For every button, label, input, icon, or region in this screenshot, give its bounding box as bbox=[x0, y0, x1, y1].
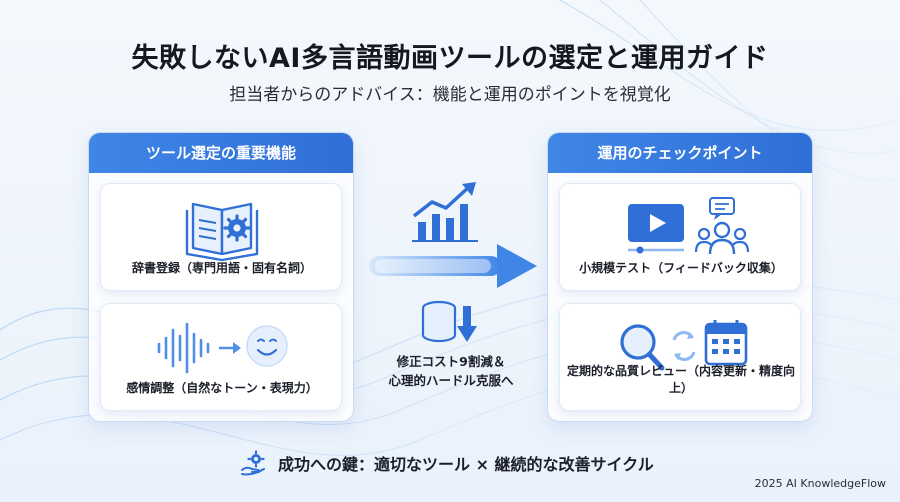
emotion-label: 感情調整（自然なトーン・表現力） bbox=[126, 381, 318, 395]
benefit-line-1: 修正コスト9割減＆ bbox=[396, 354, 506, 369]
growth-chart-icon bbox=[412, 182, 478, 242]
hand-gear-icon bbox=[241, 450, 265, 476]
key-message-text: 成功への鍵：適切なツール × 継続的な改善サイクル bbox=[278, 455, 654, 474]
emotion-card: 感情調整（自然なトーン・表現力） bbox=[100, 303, 342, 411]
benefit-line-2: 心理的ハードル克服へ bbox=[388, 373, 514, 388]
video-feedback-icon bbox=[628, 197, 750, 255]
key-message: 成功への鍵：適切なツール × 継続的な改善サイクル bbox=[240, 450, 654, 476]
benefit-text: 修正コスト9割減＆ 心理的ハードル克服へ bbox=[368, 352, 534, 390]
page-title: 失敗しないAI多言語動画ツールの選定と運用ガイド bbox=[131, 43, 769, 74]
book-gear-icon bbox=[185, 202, 259, 262]
quality-review-card: 定期的な品質レビュー（内容更新・精度向上） bbox=[559, 303, 801, 411]
tool-selection-heading: ツール選定の重要機能 bbox=[89, 133, 353, 173]
arrow-right-icon bbox=[369, 244, 537, 288]
dictionary-label: 辞書登録（専門用語・固有名詞） bbox=[131, 261, 312, 275]
database-down-icon bbox=[421, 300, 477, 343]
operation-checkpoints-panel: 運用のチェックポイント 小規模テスト（フィードバック収集） bbox=[547, 132, 813, 422]
small-test-card: 小規模テスト（フィードバック収集） bbox=[559, 183, 801, 291]
tool-selection-panel: ツール選定の重要機能 辞書登録（専門用語・固有名詞） bbox=[88, 132, 354, 422]
operation-checkpoints-heading: 運用のチェックポイント bbox=[548, 133, 812, 173]
magnifier-calendar-icon bbox=[620, 320, 748, 371]
page-subtitle: 担当者からのアドバイス：機能と運用のポイントを視覚化 bbox=[229, 85, 671, 105]
dictionary-card: 辞書登録（専門用語・固有名詞） bbox=[100, 183, 342, 291]
small-test-label: 小規模テスト（フィードバック収集） bbox=[579, 261, 783, 275]
soundwave-smiley-icon bbox=[157, 322, 288, 374]
quality-review-label: 定期的な品質レビュー（内容更新・精度向上） bbox=[566, 364, 795, 395]
credit-text: 2025 AI KnowledgeFlow bbox=[754, 477, 886, 490]
